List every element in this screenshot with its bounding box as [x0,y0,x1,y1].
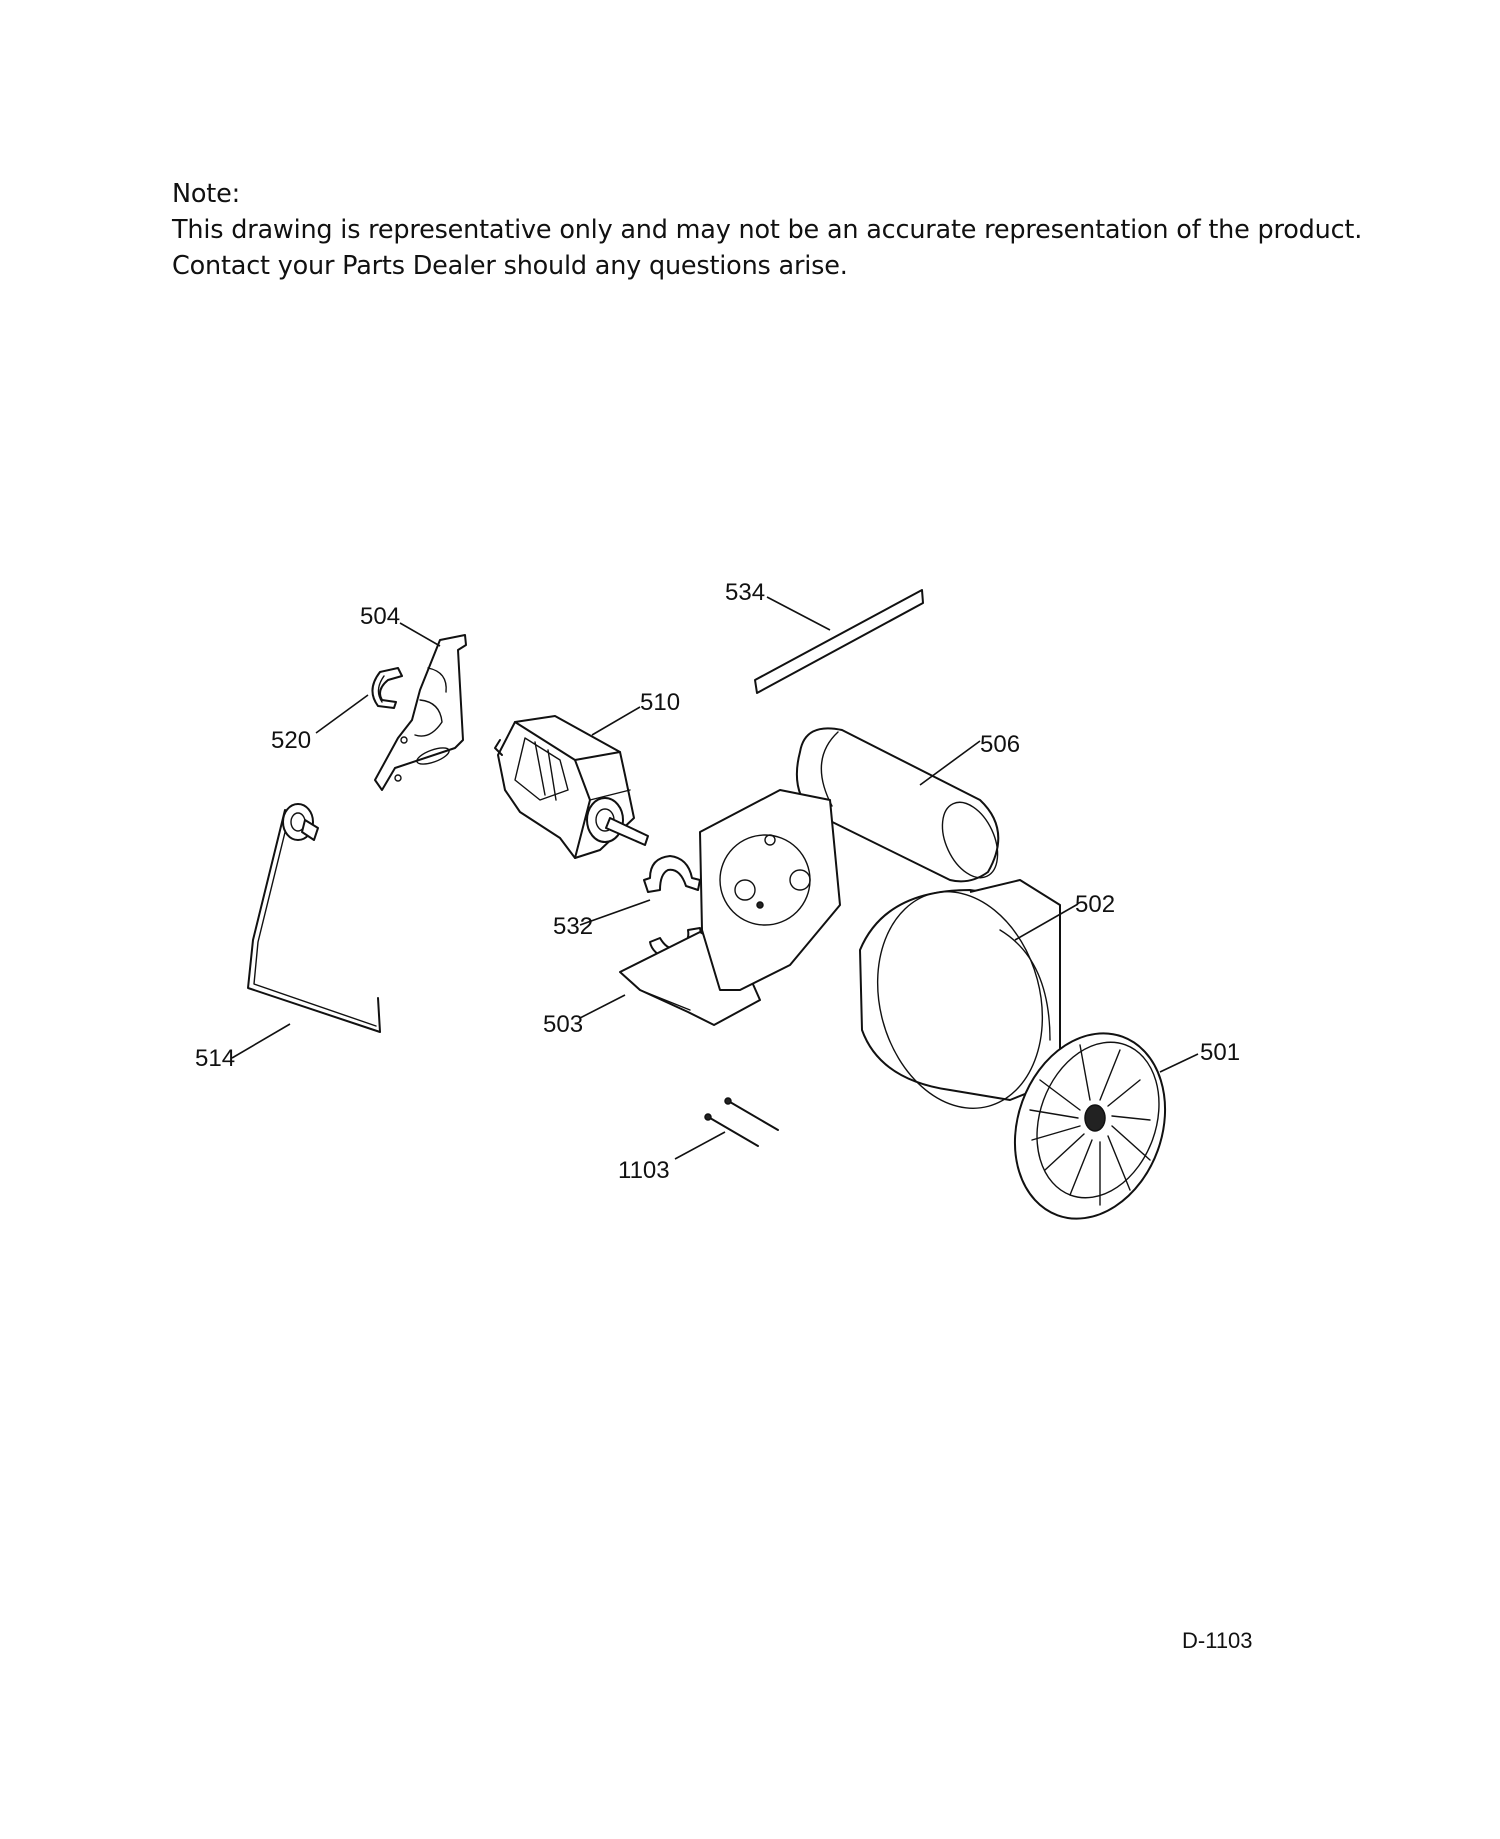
part-504-bracket [374,634,467,791]
part-534-strip [754,589,924,694]
label-504: 504 [360,603,400,630]
part-520-clip [371,667,403,709]
label-501: 501 [1200,1039,1240,1066]
note-line-1: This drawing is representative only and … [172,215,1363,245]
note-line-2: Contact your Parts Dealer should any que… [172,251,848,281]
part-503-motor-base [619,789,841,1026]
leader-lines [231,596,1199,1160]
note-block: Note: This drawing is representative onl… [172,176,1362,284]
part-514-idler-arm [247,803,381,1033]
label-1103: 1103 [618,1157,670,1184]
part-1103-screws [704,1097,779,1147]
drawing-code: D-1103 [1182,1628,1253,1653]
label-534: 534 [725,579,765,606]
note-heading: Note: [172,179,240,209]
label-502: 502 [1075,891,1115,918]
part-510-motor [494,715,649,859]
label-532: 532 [553,913,593,940]
part-502-blower-housing [859,879,1061,1109]
label-506: 506 [980,731,1020,758]
label-520: 520 [271,727,311,754]
part-501-blower-wheel [1013,1032,1167,1220]
label-510: 510 [640,689,680,716]
label-503: 503 [543,1011,583,1038]
label-514: 514 [195,1045,235,1072]
